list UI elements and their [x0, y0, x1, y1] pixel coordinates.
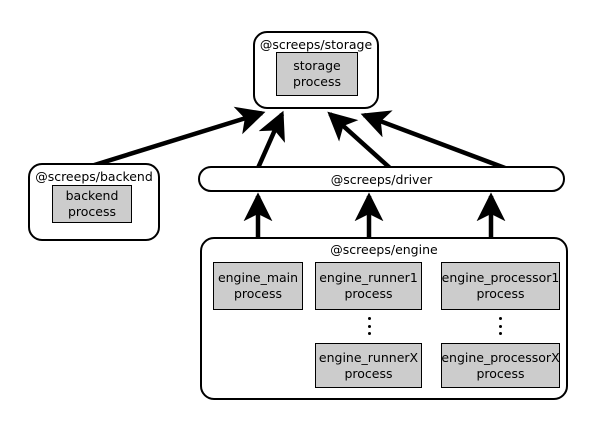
- process-engine-processor1-line2: process: [476, 286, 525, 301]
- process-storage-line2: process: [292, 74, 342, 89]
- process-engine-runner1[interactable]: engine_runner1 process: [315, 262, 422, 310]
- process-engine-processor1[interactable]: engine_processor1 process: [441, 262, 560, 310]
- process-engine-main[interactable]: engine_main process: [213, 262, 303, 310]
- ellipsis-engine-processor: [497, 317, 503, 335]
- process-engine-runner1-line1: engine_runner1: [319, 270, 418, 286]
- process-engine-processorX-line1: engine_processorX: [441, 349, 560, 365]
- process-backend-line1: backend: [65, 188, 119, 204]
- process-engine-runnerX-line2: process: [344, 365, 393, 381]
- edge-driver-mid-to-storage: [327, 111, 392, 170]
- process-engine-runnerX[interactable]: engine_runnerX process: [315, 343, 422, 388]
- process-engine-processorX[interactable]: engine_processorX process: [441, 343, 560, 388]
- process-storage-line1: storage: [293, 58, 341, 74]
- edge-driver-left-to-storage: [255, 110, 285, 169]
- edge-backend-to-storage: [87, 106, 266, 170]
- package-driver[interactable]: @screeps/driver: [198, 166, 565, 192]
- package-driver-label: @screeps/driver: [330, 171, 433, 187]
- process-engine-main-line2: process: [233, 286, 283, 301]
- package-engine-label: @screeps/engine: [330, 242, 438, 257]
- process-engine-processorX-line2: process: [476, 365, 525, 381]
- process-engine-main-line1: engine_main: [217, 270, 299, 286]
- process-engine-processor1-line1: engine_processor1: [441, 270, 560, 286]
- edge-driver-right-to-storage: [360, 110, 506, 171]
- process-backend-line2: process: [67, 204, 117, 219]
- ellipsis-engine-runner: [366, 317, 372, 335]
- process-engine-runner1-line2: process: [344, 286, 393, 301]
- process-backend[interactable]: backend process: [52, 185, 132, 223]
- package-storage-label: @screeps/storage: [259, 37, 373, 52]
- process-storage[interactable]: storage process: [276, 52, 358, 96]
- package-backend-label: @screeps/backend: [35, 169, 153, 184]
- process-engine-runnerX-line1: engine_runnerX: [318, 349, 419, 365]
